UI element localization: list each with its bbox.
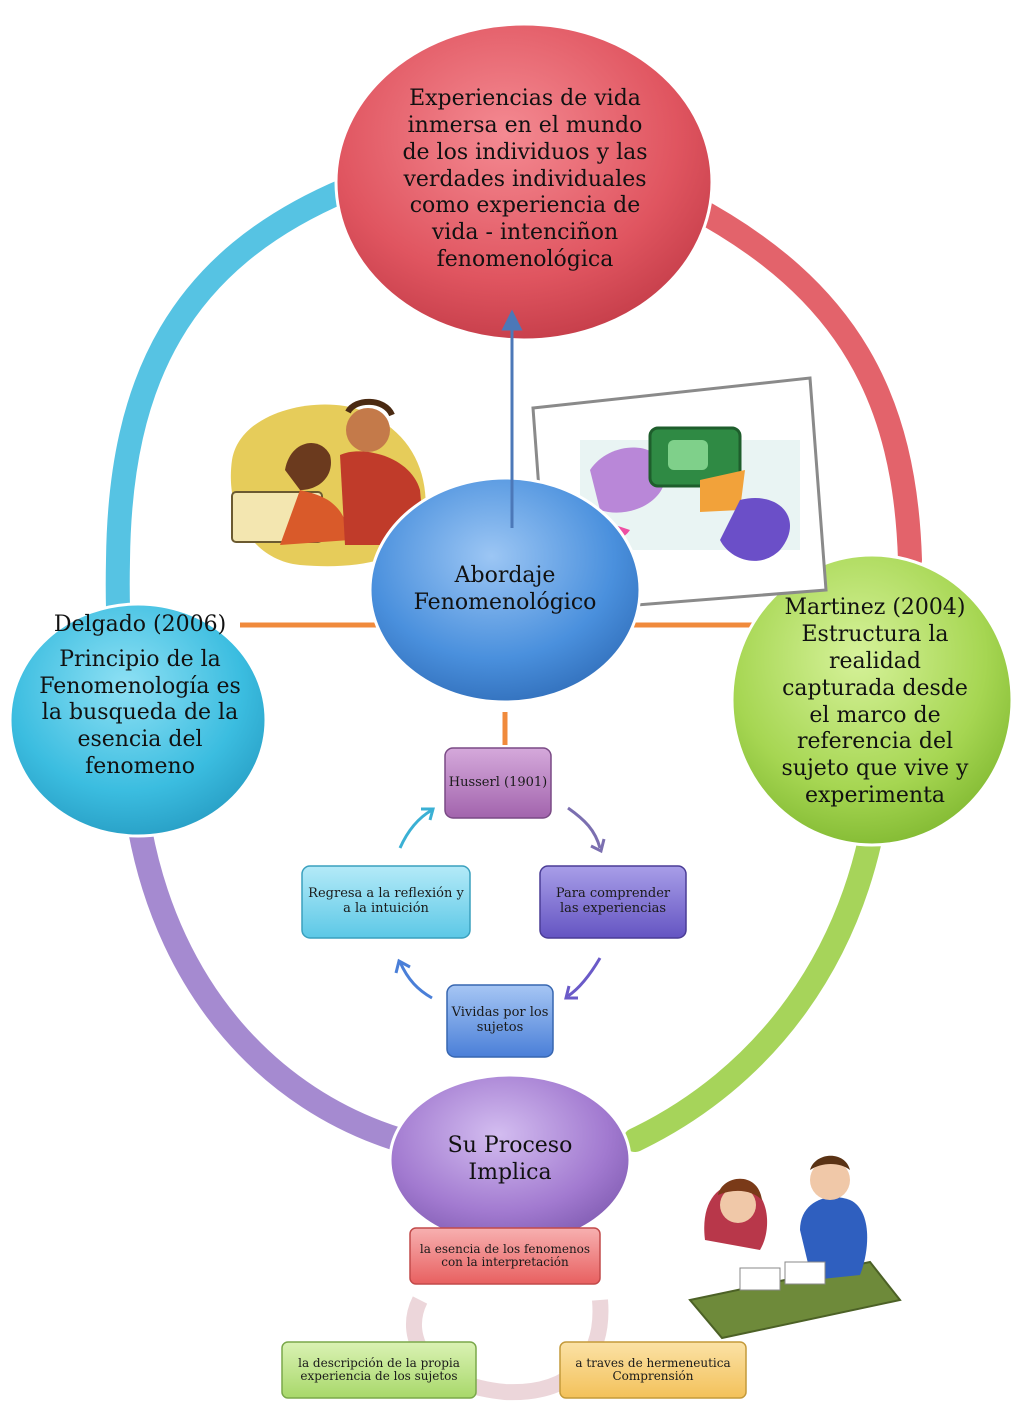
cycle-arrow-left-top (398, 808, 433, 849)
ring-arc-bottom-right (623, 768, 892, 1152)
cycle-box-right-text: Para comprender las experiencias (555, 886, 671, 916)
top-node-text: Experiencias de vida inmersa en el mundo… (402, 86, 648, 273)
left-node-heading: Delgado (2006) (53, 612, 227, 637)
cycle-arrow-right-bottom (567, 957, 602, 998)
process-box-right (559, 1341, 747, 1399)
bottom-node-text: Su Proceso Implica (447, 1133, 573, 1185)
right-node-text: Martinez (2004) Estructura la realidad c… (781, 595, 969, 808)
process-box-top-text: la esencia de los fenomenos con la inter… (419, 1241, 591, 1269)
cycle-box-top (444, 747, 552, 819)
cycle-arrow-left-top-head (421, 807, 435, 821)
cycle-box-top-text: Husserl (1901) (448, 774, 548, 790)
ring-arc-bottom-left (128, 818, 412, 1152)
business-meeting-icon (688, 1155, 902, 1340)
center-node (368, 476, 642, 704)
right-node (730, 553, 1014, 847)
left-node (8, 602, 268, 838)
center-node-text: Abordaje Fenomenológico (413, 563, 597, 615)
cycle-arrow-bottom-left-head (394, 958, 411, 974)
cycle-box-left (301, 865, 471, 939)
cycle-box-bottom-text: Vividas por los sujetos (451, 1005, 549, 1035)
ring-arc-top-right (678, 193, 922, 572)
cycle-arrow-top-right-head (590, 838, 606, 854)
process-box-right-text: a traves de hermeneutica Comprensión (575, 1355, 731, 1383)
process-box-left (281, 1341, 477, 1399)
people-reading-icon (230, 398, 426, 567)
cycle-box-left-text: Regresa a la reflexión y a la intuición (308, 886, 464, 916)
process-box-left-text: la descripción de la propia experiencia … (298, 1355, 460, 1383)
cycle-box-bottom (446, 984, 554, 1058)
left-node-text-block: Delgado (2006) Principio de la Fenomenol… (30, 612, 250, 822)
top-node (334, 22, 714, 342)
process-box-top (409, 1227, 601, 1285)
left-node-text: Principio de la Fenomenología es la busq… (39, 646, 241, 780)
cycle-box-right (539, 865, 687, 939)
cycle-arrow-right-bottom-head (564, 985, 578, 1000)
cycle-arrow-bottom-left (398, 961, 433, 1000)
cycle-arrow-top-right (567, 806, 602, 849)
